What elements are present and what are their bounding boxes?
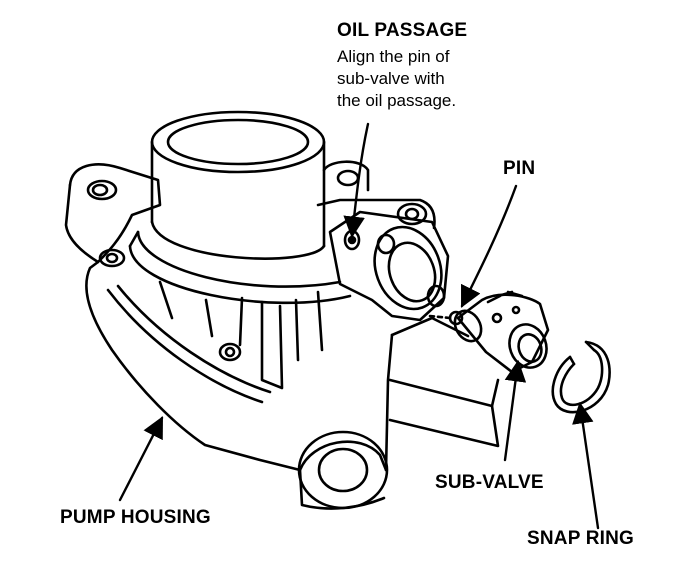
leader-lines [118, 122, 600, 530]
valve-bore-boss [316, 160, 500, 448]
oil-passage-note-line-3: the oil passage. [337, 91, 457, 110]
sub-valve-leader [503, 359, 527, 462]
oil-passage-note-line-1: Align the pin of [337, 47, 450, 66]
oil-passage-label: OIL PASSAGE [337, 20, 468, 41]
oil-passage-leader [343, 122, 370, 239]
oil-passage-note-line-2: sub-valve with [337, 69, 445, 88]
pump-housing-label: PUMP HOUSING [60, 507, 211, 528]
snap-ring [551, 340, 611, 414]
sub-valve-label: SUB-VALVE [435, 472, 544, 493]
pump-housing-body [64, 163, 394, 510]
pump-housing-leader [118, 416, 164, 502]
sub-valve [428, 290, 550, 374]
snap-ring-label: SNAP RING [527, 528, 635, 549]
pump-neck-cylinder [128, 110, 352, 390]
snap-ring-leader [572, 401, 600, 530]
pin-leader [460, 184, 518, 308]
pin-label: PIN [503, 158, 536, 179]
